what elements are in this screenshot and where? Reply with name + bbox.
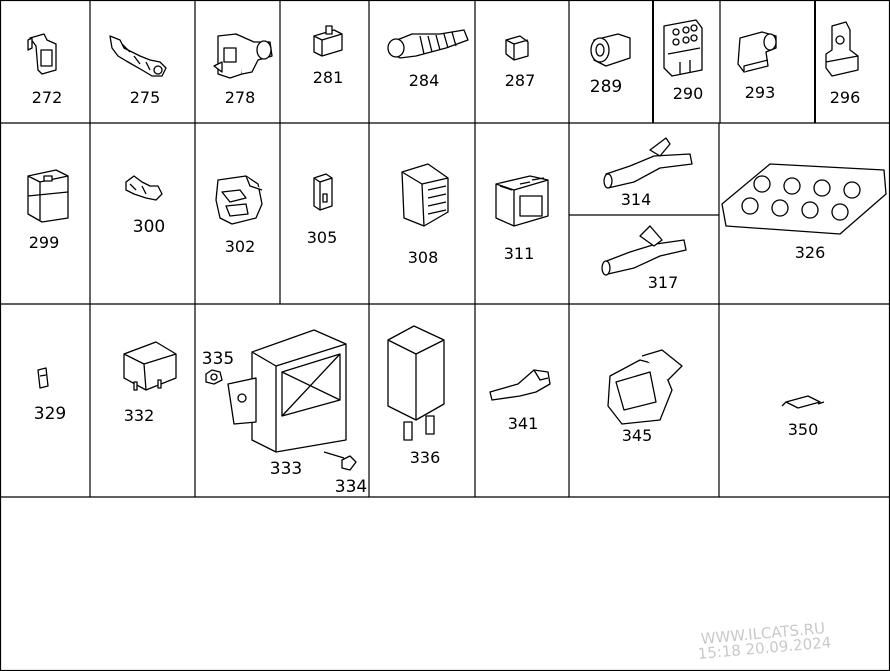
- part-299-illustration[interactable]: [27, 169, 69, 223]
- part-number-329[interactable]: 329: [33, 404, 67, 424]
- part-number-308[interactable]: 308: [407, 248, 439, 267]
- part-number-341[interactable]: 341: [507, 414, 539, 433]
- part-number-302[interactable]: 302: [224, 237, 256, 256]
- part-335-illustration[interactable]: [205, 369, 223, 385]
- part-number-299[interactable]: 299: [28, 233, 60, 252]
- part-number-332[interactable]: 332: [123, 406, 155, 425]
- part-333-illustration[interactable]: [227, 329, 347, 453]
- part-number-311[interactable]: 311: [503, 244, 535, 263]
- part-number-278[interactable]: 278: [224, 88, 256, 107]
- part-number-284[interactable]: 284: [408, 71, 440, 90]
- part-350-illustration[interactable]: [781, 395, 825, 409]
- part-287-illustration[interactable]: [505, 35, 529, 61]
- part-number-296[interactable]: 296: [829, 88, 861, 107]
- part-302-illustration[interactable]: [215, 175, 263, 225]
- part-number-326[interactable]: 326: [794, 243, 826, 262]
- part-number-289[interactable]: 289: [589, 77, 623, 97]
- part-341-illustration[interactable]: [489, 369, 551, 401]
- part-314-illustration[interactable]: [603, 137, 693, 189]
- part-308-illustration[interactable]: [401, 163, 449, 227]
- part-number-336[interactable]: 336: [409, 448, 441, 467]
- part-number-335[interactable]: 335: [201, 349, 235, 369]
- part-number-300[interactable]: 300: [132, 217, 166, 237]
- part-290-illustration[interactable]: [663, 19, 703, 77]
- part-number-314[interactable]: 314: [620, 190, 652, 209]
- part-326-illustration[interactable]: [721, 163, 887, 235]
- part-311-illustration[interactable]: [495, 175, 549, 227]
- part-284-illustration[interactable]: [387, 29, 469, 59]
- part-332-illustration[interactable]: [123, 341, 177, 391]
- part-number-293[interactable]: 293: [744, 83, 776, 102]
- part-345-illustration[interactable]: [607, 349, 683, 425]
- part-281-illustration[interactable]: [313, 25, 343, 57]
- part-number-350[interactable]: 350: [787, 420, 819, 439]
- part-317-illustration[interactable]: [601, 225, 687, 276]
- part-275-illustration[interactable]: [109, 35, 167, 77]
- part-number-334[interactable]: 334: [334, 477, 368, 497]
- part-number-305[interactable]: 305: [306, 228, 338, 247]
- part-336-illustration[interactable]: [387, 325, 445, 441]
- part-number-290[interactable]: 290: [672, 84, 704, 103]
- part-334-illustration[interactable]: [323, 451, 357, 471]
- part-number-281[interactable]: 281: [312, 68, 344, 87]
- part-289-illustration[interactable]: [590, 33, 631, 67]
- part-329-illustration[interactable]: [37, 367, 49, 389]
- part-296-illustration[interactable]: [825, 21, 859, 77]
- part-300-illustration[interactable]: [125, 175, 163, 201]
- part-number-272[interactable]: 272: [31, 88, 63, 107]
- part-272-illustration[interactable]: [27, 33, 57, 75]
- part-number-317[interactable]: 317: [647, 273, 679, 292]
- part-293-illustration[interactable]: [737, 31, 777, 73]
- part-number-275[interactable]: 275: [129, 88, 161, 107]
- part-278-illustration[interactable]: [213, 33, 273, 79]
- part-number-345[interactable]: 345: [621, 426, 653, 445]
- part-number-287[interactable]: 287: [504, 71, 536, 90]
- part-305-illustration[interactable]: [313, 173, 333, 211]
- part-number-333[interactable]: 333: [269, 459, 303, 479]
